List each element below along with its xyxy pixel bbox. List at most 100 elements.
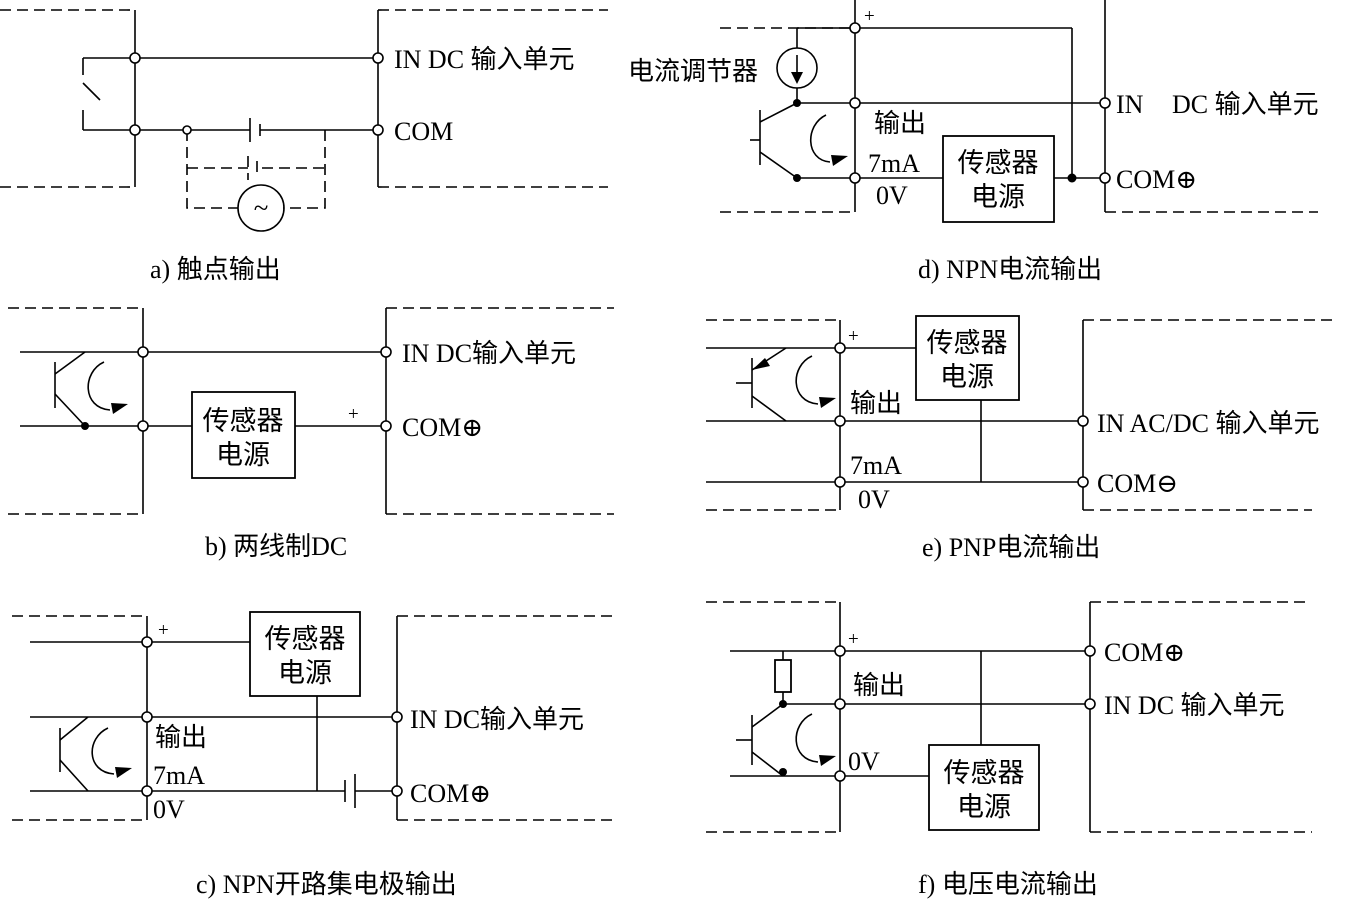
terminal-com [1099,172,1111,184]
current-flow-arc [795,355,819,405]
transistor-collector [751,395,787,422]
alt-supply-left [186,130,238,209]
node [834,698,846,710]
sensor-power-label-2: 电源 [940,362,994,392]
node [849,22,861,34]
current-flow-arc [87,361,111,411]
label-output: 输出 [874,109,926,138]
panel-f-voltage-current: 传感器 电源 + 输出 0V COM⊕ IN DC 输入单元 f) 电压电流输出 [706,601,1312,899]
node [137,420,149,432]
sensor-power-label-2: 电源 [971,182,1025,212]
plus-sign: + [158,620,169,641]
transistor-emitter [54,393,86,427]
regulator-arrow-head [791,72,803,84]
sensor-power-label-2: 电源 [278,658,332,688]
current-flow-arc [91,727,115,775]
label-7ma: 7mA [850,451,902,480]
label-in-dc-unit: IN DC输入单元 [402,339,576,368]
caption-e: e) PNP电流输出 [922,533,1100,562]
transistor-emitter [759,151,798,179]
plus-sign: + [848,326,859,347]
label-com-plus: COM⊕ [402,413,483,442]
sensor-power-label-1: 传感器 [944,758,1025,788]
junction-dot [793,99,801,107]
transistor-collector [759,102,798,123]
plus-sign: + [864,6,875,27]
label-0v: 0V [153,795,185,824]
node [141,711,153,723]
label-output: 输出 [155,723,207,752]
terminal-in [391,711,403,723]
label-7ma: 7mA [868,149,920,178]
caption-b: b) 两线制DC [205,532,347,561]
label-dc-unit: DC 输入单元 [1172,90,1319,119]
node [849,172,861,184]
sensor-power-box [928,744,1040,831]
junction-dot [793,174,801,182]
terminal-in [1077,415,1089,427]
label-in-dc-unit: IN DC 输入单元 [394,45,575,74]
node [834,476,846,488]
terminal-in [1084,698,1096,710]
transistor-collector [54,351,86,375]
label-in-dc-unit: IN DC 输入单元 [1104,691,1285,720]
pull-up-resistor [774,659,792,693]
node [129,124,141,136]
junction-dot [779,768,787,776]
sensor-power-box [249,611,361,697]
node [129,52,141,64]
terminal-in [1099,97,1111,109]
current-flow-arrow [115,767,132,778]
transistor-emitter [59,759,89,792]
terminal-com [380,420,392,432]
label-7ma: 7mA [153,761,205,790]
node [834,415,846,427]
transistor-collector [59,716,89,741]
current-flow-arrow [819,397,836,408]
sensor-power-label-2: 电源 [957,792,1011,822]
node [834,645,846,657]
terminal-com [391,785,403,797]
panel-c-npn-open-collector: 传感器 电源 + 输出 7mA 0V IN DC输入单元 COM⊕ c) NPN… [12,611,614,899]
label-output: 输出 [853,671,905,700]
label-com-plus: COM⊕ [1104,638,1185,667]
panel-b-two-wire-dc: 传感器 电源 + IN DC输入单元 COM⊕ b) 两线制DC [8,307,614,561]
label-in-dc-unit: IN DC输入单元 [410,705,584,734]
current-flow-arrow [111,403,128,414]
terminal-com [1084,645,1096,657]
ac-source [237,184,285,232]
terminal-in [372,52,384,64]
label-0v: 0V [858,485,890,514]
terminal-com [1077,476,1089,488]
terminal-in [380,346,392,358]
alt-supply-right [283,130,326,209]
node [137,346,149,358]
label-in: IN [1116,90,1144,119]
label-com: COM [394,117,453,146]
label-current-regulator: 电流调节器 [628,57,758,86]
current-flow-arc [795,713,819,763]
sensor-power-box [915,315,1020,401]
panel-a-contact-output: ~ IN DC 输入单元 COM a) 触点输出 [0,9,608,284]
caption-d: d) NPN电流输出 [918,255,1102,284]
caption-f: f) 电压电流输出 [918,870,1098,899]
junction-dot [1067,173,1077,183]
sensor-power-box [191,391,296,479]
current-flow-arrow [831,155,848,166]
sensor-power-box [942,135,1055,223]
sensor-power-label-1: 传感器 [203,406,284,436]
switch-blade [82,82,101,101]
sensor-power-label-1: 传感器 [265,624,346,654]
junction-dot [81,422,89,430]
plus-sign: + [848,629,859,650]
label-output: 输出 [850,389,902,418]
node [182,125,192,135]
panel-d-npn-current: 电流调节器 传感器 电源 + 输出 7mA 0V IN DC 输入单元 [628,0,1319,284]
panel-e-pnp-current: 传感器 电源 + 输出 7mA 0V IN AC/DC 输入单元 COM⊖ e)… [706,315,1335,562]
caption-a: a) 触点输出 [150,255,281,284]
label-0v: 0V [848,747,880,776]
label-in-acdc-unit: IN AC/DC 输入单元 [1097,409,1319,438]
label-com-minus: COM⊖ [1097,469,1178,498]
current-flow-arrow [819,755,836,766]
label-com-plus: COM⊕ [410,779,491,808]
